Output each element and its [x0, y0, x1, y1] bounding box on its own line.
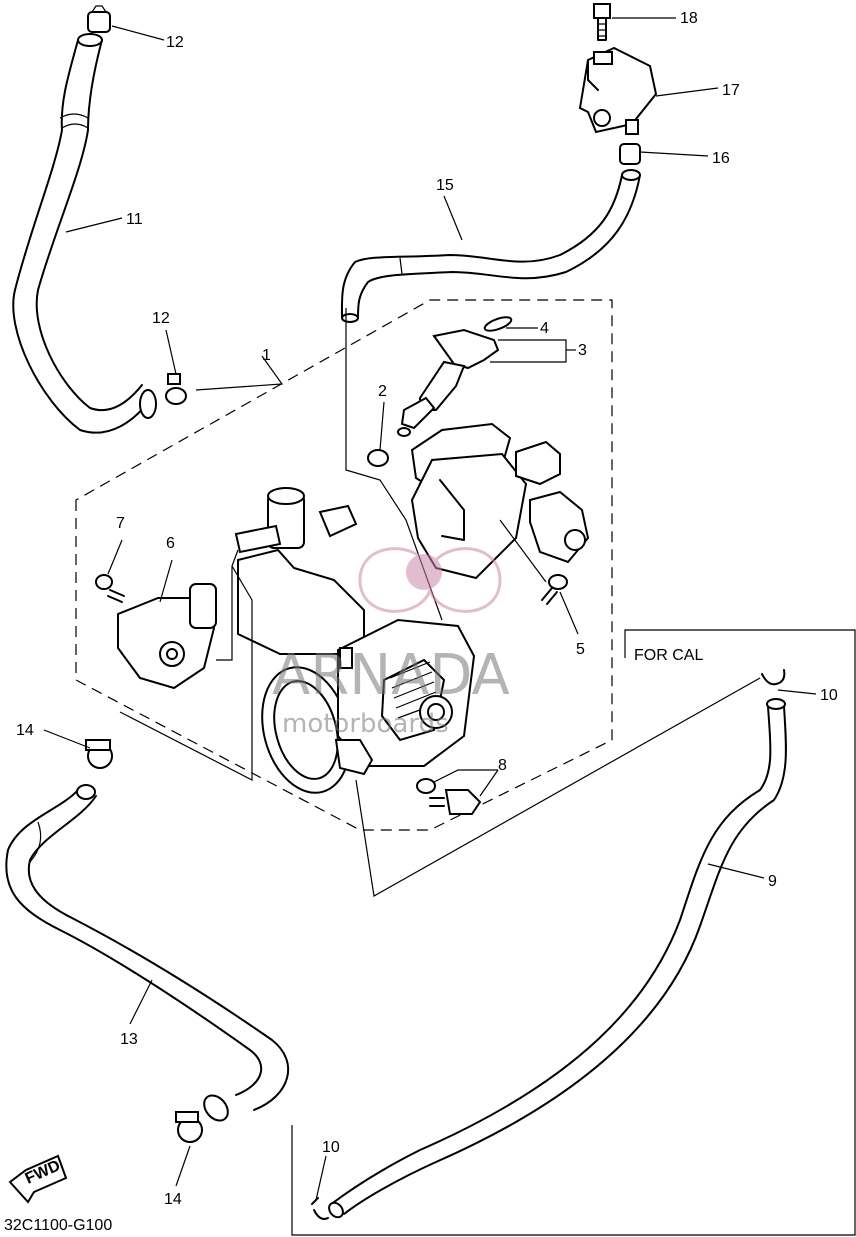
watermark-sub: motorboards: [282, 709, 449, 739]
callout-3[interactable]: 3: [578, 342, 587, 359]
watermark-brand: ARNADA: [272, 643, 510, 708]
callout-12-top[interactable]: 12: [166, 34, 184, 51]
throttle-position-sensor-6[interactable]: [117, 583, 217, 690]
callout-5[interactable]: 5: [576, 641, 585, 658]
o-ring-8[interactable]: [416, 778, 436, 794]
for-cal-boundary: [291, 629, 856, 1236]
clip-10-bottom[interactable]: [311, 1197, 329, 1220]
watermark: ARNADA motorboards: [272, 547, 510, 739]
screw-8[interactable]: [429, 789, 482, 815]
callout-15[interactable]: 15: [436, 177, 454, 194]
seal-2[interactable]: [367, 449, 389, 467]
clamp-12-top[interactable]: [87, 5, 111, 33]
clamp-16[interactable]: [619, 143, 641, 165]
callout-12-mid[interactable]: 12: [152, 310, 170, 327]
callout-10-top[interactable]: 10: [820, 687, 838, 704]
callout-9[interactable]: 9: [768, 873, 777, 890]
leader-lines: [43, 17, 817, 1201]
pressure-sensor-17[interactable]: [578, 46, 658, 135]
screw-7[interactable]: [95, 574, 125, 603]
catalog-code: 32C1100-G100: [4, 1217, 112, 1234]
screw-5[interactable]: [541, 574, 568, 605]
callout-2[interactable]: 2: [378, 383, 387, 400]
callout-18[interactable]: 18: [680, 10, 698, 27]
callout-8[interactable]: 8: [498, 757, 507, 774]
throttle-assembly-boundary: [75, 299, 613, 831]
clamp-12-mid[interactable]: [165, 373, 187, 405]
callout-1[interactable]: 1: [262, 347, 271, 364]
clamp-14-bottom[interactable]: [175, 1111, 203, 1143]
throttle-body[interactable]: [234, 487, 476, 803]
callout-7[interactable]: 7: [116, 515, 125, 532]
callout-14-bottom[interactable]: 14: [164, 1191, 182, 1208]
idle-air-control-housing[interactable]: [410, 422, 590, 580]
callout-10-bottom[interactable]: 10: [322, 1139, 340, 1156]
hose-11[interactable]: [12, 33, 157, 434]
fwd-arrow-icon: FWD: [8, 1154, 68, 1204]
clip-10-top[interactable]: [761, 669, 786, 686]
callout-14-top[interactable]: 14: [16, 722, 34, 739]
o-ring-4[interactable]: [483, 315, 513, 334]
callout-6[interactable]: 6: [166, 535, 175, 552]
callout-16[interactable]: 16: [712, 150, 730, 167]
callout-4[interactable]: 4: [540, 320, 549, 337]
hose-9[interactable]: [326, 698, 787, 1220]
callout-13[interactable]: 13: [120, 1031, 138, 1048]
hose-15[interactable]: [340, 169, 641, 323]
callout-11[interactable]: 11: [126, 211, 143, 228]
fuel-injector-3[interactable]: [397, 328, 500, 437]
hose-13[interactable]: [5, 784, 290, 1125]
bolt-18[interactable]: [593, 3, 611, 41]
clamp-14-top[interactable]: [85, 739, 113, 769]
callout-17[interactable]: 17: [722, 82, 740, 99]
for-cal-label: FOR CAL: [634, 647, 703, 664]
